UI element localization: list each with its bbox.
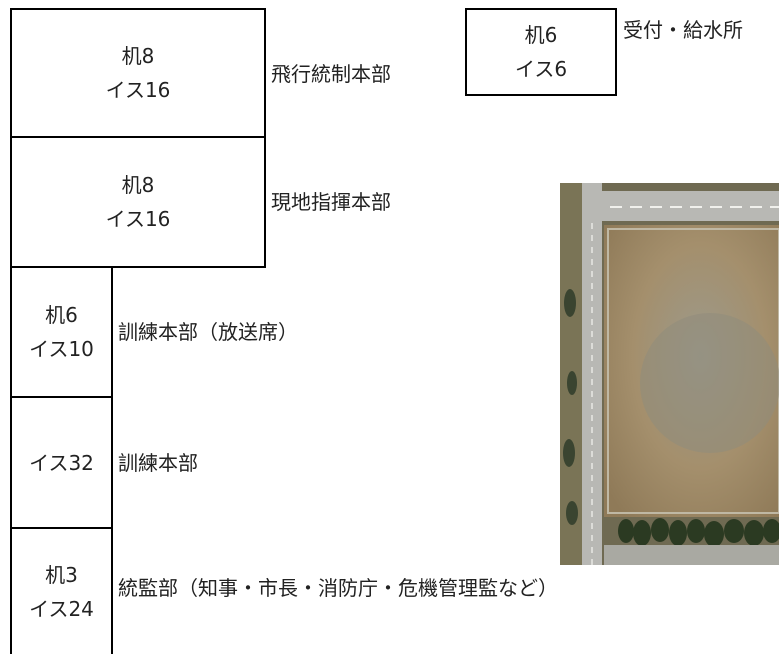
table-box-field-command: 机8 イス16: [10, 136, 266, 268]
area-label-reception: 受付・給水所: [623, 18, 743, 42]
desk-count: 机3: [45, 562, 78, 587]
desk-count: 机8: [121, 173, 155, 197]
table-box-inspection: 机3 イス24: [10, 527, 113, 654]
chair-count: イス16: [105, 207, 171, 231]
table-box-training-hq: イス32: [10, 396, 113, 529]
chair-count: イス24: [29, 596, 94, 621]
table-box-training-broadcast: 机6 イス10: [10, 266, 113, 398]
area-label-training-broadcast: 訓練本部（放送席）: [118, 320, 298, 344]
area-label-training-hq: 訓練本部: [118, 451, 198, 475]
desk-count: 机8: [121, 44, 155, 68]
area-label-flight-control: 飛行統制本部: [271, 62, 391, 86]
desk-count: 机6: [45, 303, 78, 327]
area-label-inspection: 統監部（知事・市長・消防庁・危機管理監など）: [118, 576, 558, 600]
chair-count: イス6: [514, 57, 568, 81]
aerial-photo: [560, 183, 779, 565]
desk-count: 机6: [524, 23, 558, 47]
chair-count: イス10: [29, 337, 94, 361]
area-label-field-command: 現地指揮本部: [271, 190, 391, 214]
table-box-flight-control: 机8 イス16: [10, 8, 266, 138]
chair-count: イス16: [105, 78, 171, 102]
aerial-photo-image: [560, 183, 779, 565]
chair-count: イス32: [29, 450, 94, 475]
table-box-reception: 机6 イス6: [465, 8, 617, 96]
